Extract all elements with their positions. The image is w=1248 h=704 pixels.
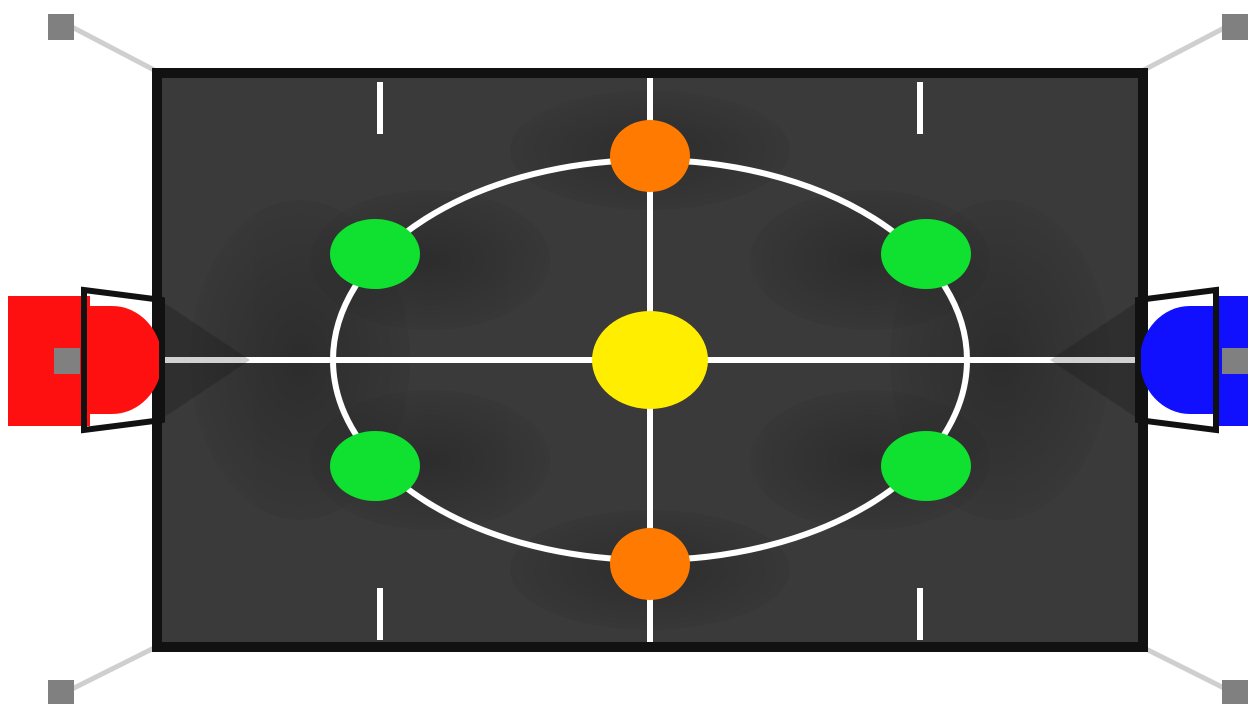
goal-left-dome <box>90 306 162 414</box>
corner-light-top-left <box>48 14 158 72</box>
goal-right-dome <box>1140 306 1216 414</box>
green-spot-bottom-right <box>881 431 971 501</box>
corner-light-bottom-left <box>48 646 158 704</box>
orange-spot-bottom <box>610 528 690 600</box>
corner-light-top-right <box>1140 14 1248 72</box>
orange-spot-top <box>610 120 690 192</box>
goal-left-light <box>54 348 80 374</box>
corner-light-housing <box>48 680 74 704</box>
green-spot-bottom-left <box>330 431 420 501</box>
corner-light-housing <box>1222 680 1248 704</box>
green-spot-top-left <box>330 219 420 289</box>
corner-light-housing <box>1222 14 1248 40</box>
center-spot <box>592 311 708 409</box>
goal-right-light <box>1222 348 1248 374</box>
green-spot-top-right <box>881 219 971 289</box>
corner-light-bottom-right <box>1140 646 1248 704</box>
corner-light-housing <box>48 14 74 40</box>
